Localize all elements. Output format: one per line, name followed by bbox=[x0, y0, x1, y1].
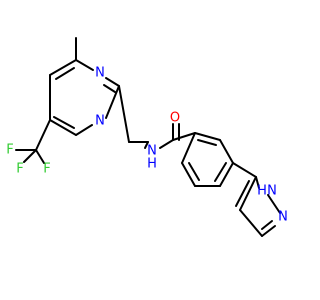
bond-c2-ch2 bbox=[118, 85, 130, 143]
bond-c6-c5-inner bbox=[53, 116, 75, 129]
atom-n-pyrazole-h: N bbox=[267, 184, 277, 199]
bond-ar-3 bbox=[219, 162, 234, 187]
atom-n-pyrimidine-lower: N bbox=[95, 114, 105, 129]
bond-ar-1 bbox=[194, 132, 221, 141]
atom-n-pyrazole: N bbox=[278, 210, 288, 225]
bond-ar-pz bbox=[232, 162, 257, 178]
bond-n3-c2 bbox=[105, 77, 120, 87]
atom-f2: F bbox=[16, 162, 23, 177]
bond-ar-5-inner bbox=[188, 162, 200, 181]
bond-ar-5 bbox=[181, 162, 196, 187]
bond-ar-1-inner bbox=[197, 139, 217, 146]
bond-ring-cf3 bbox=[35, 119, 51, 151]
bond-n1-c6 bbox=[75, 124, 93, 136]
bond-pz-c5-nh bbox=[255, 176, 260, 189]
atom-n-amide: N bbox=[147, 144, 157, 159]
bond-c2-n1 bbox=[105, 85, 120, 119]
bond-co-ar bbox=[172, 132, 196, 141]
bond-ar-3-inner bbox=[214, 162, 227, 182]
bond-pz-c3-n2-inner bbox=[261, 220, 273, 230]
bond-c4-c5b bbox=[49, 59, 77, 76]
molecule-drawing: N N F F F N H O N H N bbox=[6, 37, 288, 237]
bond-ar-6 bbox=[181, 132, 196, 164]
bond-c-f2 bbox=[23, 149, 37, 163]
bond-pz-c5-c4-inner bbox=[235, 180, 250, 207]
bond-pz-c3-n2 bbox=[261, 225, 276, 237]
structure-canvas: N N F F F N H O N H N bbox=[6, 37, 288, 237]
bond-n3-c2-inner bbox=[103, 84, 116, 93]
atom-n-pyrimidine-upper: N bbox=[95, 66, 105, 81]
atom-f3: F bbox=[43, 162, 50, 177]
bond-ar-2 bbox=[219, 139, 234, 164]
bond-c4-n3 bbox=[75, 59, 94, 71]
bond-n-co bbox=[159, 139, 174, 149]
bond-pz-c4-c3 bbox=[239, 209, 263, 237]
bond-pz-c5-c4 bbox=[239, 176, 257, 211]
bond-pz-n2-n1 bbox=[267, 194, 281, 214]
atom-h-amide: H bbox=[147, 157, 157, 172]
atom-h-pyrazole: H bbox=[257, 184, 267, 199]
bond-ch2-n bbox=[144, 141, 149, 149]
atom-labels: N N F F F N H O N H N bbox=[6, 66, 288, 225]
atom-f1: F bbox=[6, 143, 13, 158]
bond-c6-c5 bbox=[49, 119, 77, 136]
bonds bbox=[15, 37, 281, 237]
bond-c4-c5b-inner bbox=[55, 67, 75, 80]
bond-c-f3 bbox=[35, 149, 45, 164]
atom-o-carbonyl: O bbox=[170, 111, 180, 126]
